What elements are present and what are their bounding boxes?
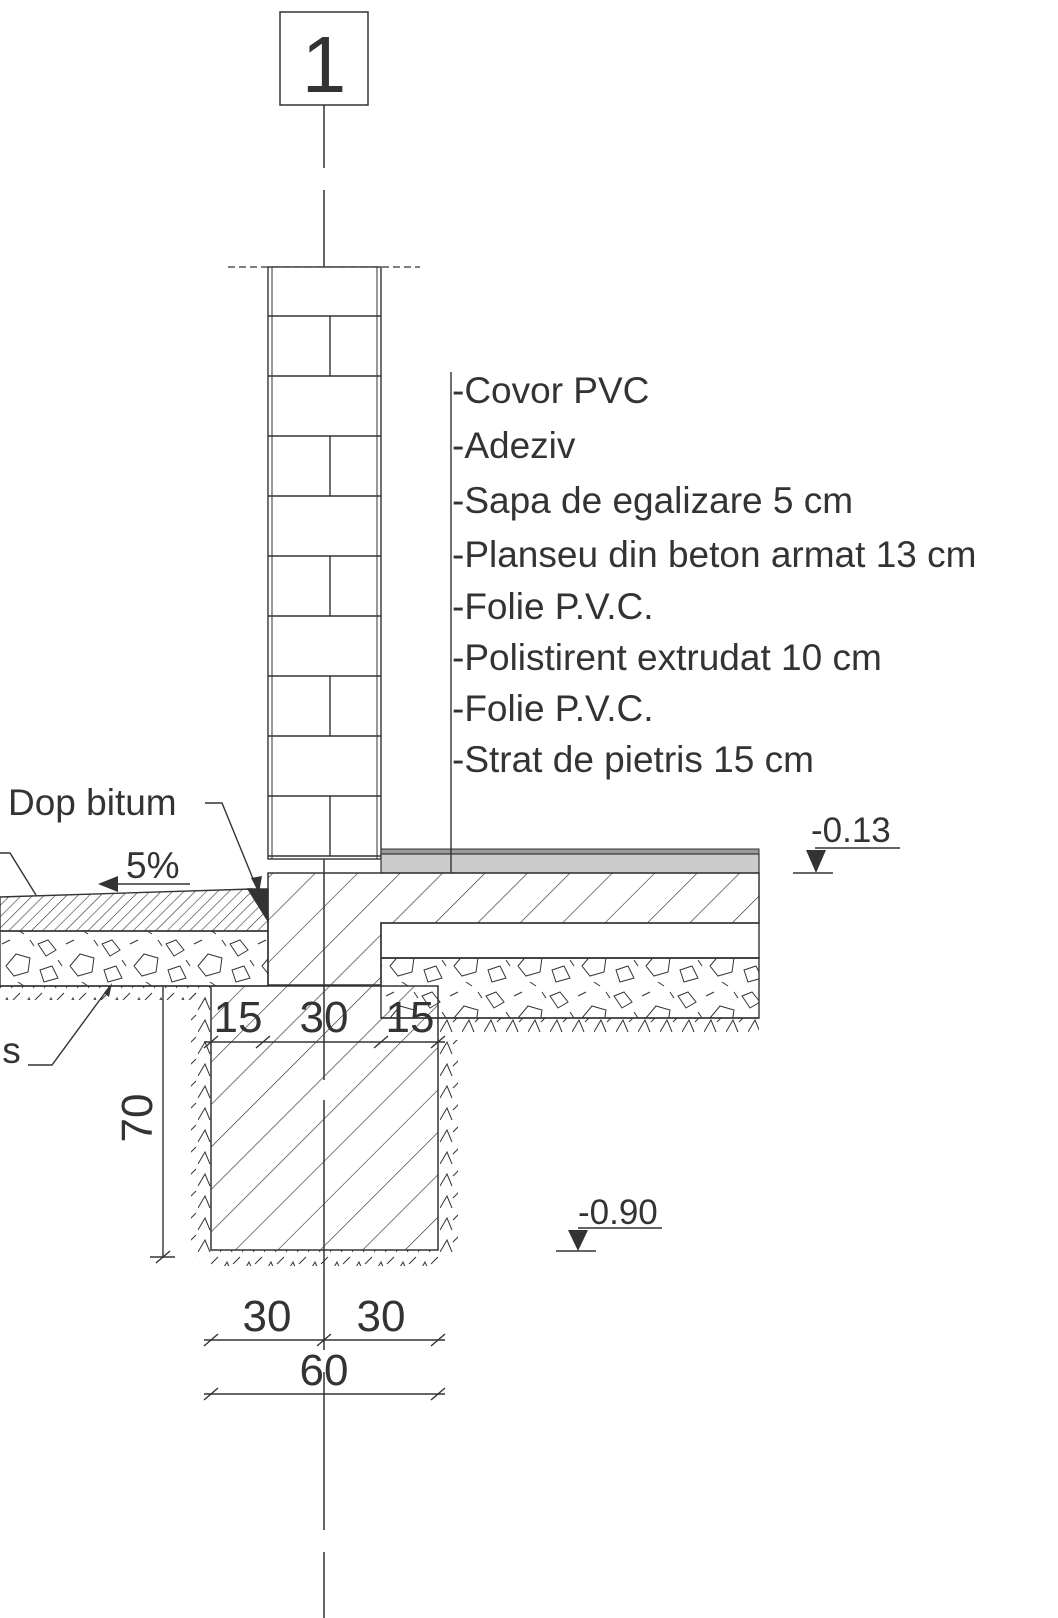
layer-label: -Folie P.V.C. bbox=[452, 688, 654, 729]
dimension-value: 15 bbox=[214, 993, 263, 1042]
level-value: -0.13 bbox=[811, 811, 891, 850]
exterior-sidewalk bbox=[0, 888, 269, 932]
layer-label: -Sapa de egalizare 5 cm bbox=[452, 480, 853, 521]
gravel-bed-interior bbox=[380, 957, 760, 1032]
dimension-value: 70 bbox=[113, 1094, 162, 1143]
sidewalk-leader bbox=[0, 852, 37, 896]
masonry-courses bbox=[268, 315, 381, 857]
gravel-bed-exterior bbox=[0, 930, 269, 1000]
floor-finish-layers bbox=[380, 848, 760, 874]
slope-annotation: 5% bbox=[98, 845, 190, 892]
axis-marker: 1 bbox=[279, 11, 369, 109]
dimension-value: 30 bbox=[300, 993, 349, 1042]
level-marker-floor: -0.13 bbox=[793, 811, 900, 874]
layer-label: -Folie P.V.C. bbox=[452, 586, 654, 627]
dimension-value: 30 bbox=[243, 1292, 292, 1341]
insulation-layer bbox=[380, 922, 760, 959]
pietris-label: is bbox=[0, 1030, 21, 1071]
layer-label: -Strat de pietris 15 cm bbox=[452, 739, 814, 780]
layer-list: -Covor PVC -Adeziv -Sapa de egalizare 5 … bbox=[452, 370, 976, 780]
level-triangle-icon bbox=[806, 850, 826, 873]
layer-label: -Covor PVC bbox=[452, 370, 649, 411]
level-marker-foundation: -0.90 bbox=[556, 1193, 662, 1252]
layer-label: -Adeziv bbox=[452, 425, 576, 466]
level-value: -0.90 bbox=[578, 1193, 658, 1232]
foundation-footing bbox=[191, 985, 458, 1266]
level-triangle-icon bbox=[568, 1230, 588, 1251]
dimension-height bbox=[150, 986, 175, 1264]
slope-label: 5% bbox=[126, 845, 179, 886]
dop-bitum-callout: Dop bitum bbox=[8, 782, 262, 893]
dimension-top bbox=[203, 1035, 446, 1049]
layer-label: -Planseu din beton armat 13 cm bbox=[452, 534, 976, 575]
axis-label: 1 bbox=[302, 20, 347, 109]
layer-label: -Polistirent extrudat 10 cm bbox=[452, 637, 882, 678]
dimension-value: 30 bbox=[357, 1292, 406, 1341]
dimension-value: 15 bbox=[386, 993, 435, 1042]
dop-bitum-label: Dop bitum bbox=[8, 782, 177, 823]
masonry-wall bbox=[267, 266, 382, 860]
slope-arrow-icon bbox=[98, 876, 118, 892]
dimension-bottom-total bbox=[203, 1387, 446, 1401]
pietris-callout: is bbox=[0, 983, 112, 1071]
dimension-value: 60 bbox=[300, 1346, 349, 1395]
dimension-bottom-halves bbox=[203, 1333, 446, 1347]
